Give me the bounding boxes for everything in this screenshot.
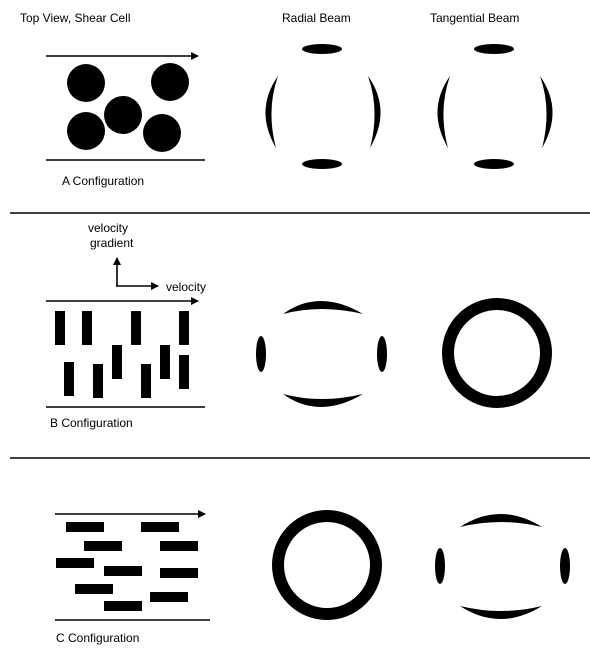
row-a-radial-arc-right: [368, 76, 381, 148]
row-b-radial-pattern: [256, 301, 387, 407]
row-b-axis-y-label-line1: velocity: [88, 221, 128, 235]
row-b-tangential-ring: [448, 304, 546, 402]
row-a-tangential-spot-top: [474, 44, 514, 54]
row-a-particle: [104, 96, 142, 134]
header-tangential-beam: Tangential Beam: [430, 11, 519, 25]
row-a-particle: [143, 114, 181, 152]
row-b-rod: [82, 311, 92, 345]
row-c-tangential-spot-right: [560, 548, 570, 584]
row-b-rod: [55, 311, 65, 345]
row-c-rod: [66, 522, 104, 532]
row-c-tangential-arc-top: [460, 514, 542, 527]
row-a-tangential-spot-bottom: [474, 159, 514, 169]
row-c-label: C Configuration: [56, 631, 139, 645]
row-c-tangential-pattern: [435, 514, 570, 619]
row-c-rod: [141, 522, 179, 532]
row-b-rod: [160, 345, 170, 379]
row-a-tangential-pattern: [437, 44, 552, 169]
row-c-rod: [160, 568, 198, 578]
row-b-rod: [112, 345, 122, 379]
row-b-axes: velocity gradient velocity: [88, 221, 206, 294]
row-a-particle: [151, 63, 189, 101]
row-a-radial-spot-bottom: [302, 159, 342, 169]
row-b-radial-arc-bottom: [283, 394, 363, 407]
row-b-rod: [93, 364, 103, 398]
row-a-radial-spot-top: [302, 44, 342, 54]
row-a-tangential-arc-left: [437, 76, 450, 148]
row-b-radial-arc-top: [283, 301, 363, 314]
row-c-tangential-spot-left: [435, 548, 445, 584]
row-c-rod: [56, 558, 94, 568]
row-b-rod: [64, 362, 74, 396]
row-a-shear-cell: [46, 56, 205, 160]
row-c-rod: [160, 541, 198, 551]
header-top-view: Top View, Shear Cell: [20, 11, 131, 25]
row-b-axis-y-label-line2: gradient: [90, 236, 134, 250]
row-c-rod: [75, 584, 113, 594]
row-b-rod: [179, 311, 189, 345]
row-b-axis-x-label: velocity: [166, 280, 206, 294]
row-b-rod: [131, 311, 141, 345]
row-c-rod: [104, 566, 142, 576]
row-a-particle: [67, 64, 105, 102]
row-a-particle: [67, 112, 105, 150]
row-c-tangential-arc-bottom: [460, 606, 542, 619]
row-b-radial-spot-left: [256, 336, 266, 372]
row-b-radial-spot-right: [377, 336, 387, 372]
row-b-rod: [179, 355, 189, 389]
row-a-radial-arc-left: [265, 76, 278, 148]
row-c-rod: [84, 541, 122, 551]
row-a-tangential-arc-right: [540, 76, 553, 148]
row-a-radial-pattern: [265, 44, 380, 169]
row-c-rod: [150, 592, 188, 602]
row-c-rod: [104, 601, 142, 611]
row-c-shear-cell: [55, 514, 210, 620]
row-c-radial-ring: [278, 516, 376, 614]
header-radial-beam: Radial Beam: [282, 11, 351, 25]
row-b-rod: [141, 364, 151, 398]
row-a-label: A Configuration: [62, 174, 144, 188]
row-b-shear-cell: [46, 301, 205, 407]
row-b-label: B Configuration: [50, 416, 133, 430]
